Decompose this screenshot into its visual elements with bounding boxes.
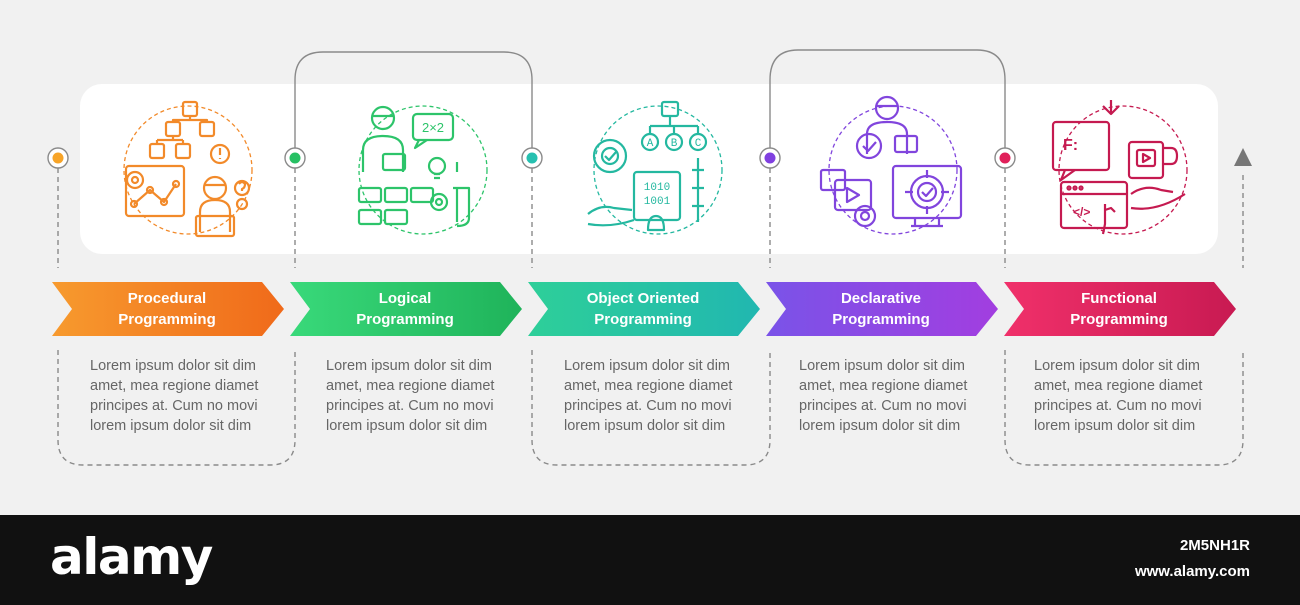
declarative-programming-icon — [819, 95, 963, 235]
timeline-dot-fill — [526, 152, 538, 164]
timeline-dot-fill — [764, 152, 776, 164]
functional-programming-icon: F: </> — [1051, 100, 1188, 235]
procedural-programming-icon — [123, 100, 253, 238]
svg-text:B: B — [671, 138, 678, 150]
svg-text:</>: </> — [1073, 205, 1090, 219]
description-line: Lorem ipsum dolor sit dim — [564, 358, 730, 374]
dashed-connector — [1004, 350, 1244, 466]
description-line: Lorem ipsum dolor sit dim — [326, 358, 492, 374]
loop-connector — [769, 49, 1006, 148]
svg-text:A: A — [647, 138, 654, 150]
description-line: lorem ipsum dolor sit dim — [90, 418, 252, 434]
step-description-functional: Lorem ipsum dolor sit dim amet, mea regi… — [1034, 356, 1219, 436]
brand-logo: alamy — [50, 528, 213, 586]
dashed-connector — [57, 350, 296, 466]
svg-text:2×2: 2×2 — [422, 120, 444, 135]
description-line: amet, mea regione diamet — [799, 378, 968, 394]
description-line: amet, mea regione diamet — [90, 378, 259, 394]
chevron-arrow-functional — [1004, 282, 1236, 336]
dashed-connector — [531, 350, 771, 466]
site-url: www.alamy.com — [1134, 563, 1250, 580]
arrow-up-icon — [1234, 148, 1252, 166]
description-line: Lorem ipsum dolor sit dim — [799, 358, 965, 374]
description-line: lorem ipsum dolor sit dim — [799, 418, 961, 434]
description-line: Lorem ipsum dolor sit dim — [90, 358, 256, 374]
description-line: principes at. Cum no movi — [564, 398, 732, 414]
step-title-procedural: Procedural Programming — [118, 290, 216, 328]
description-line: principes at. Cum no movi — [90, 398, 258, 414]
svg-text:F:: F: — [1063, 137, 1078, 154]
step-title-object-oriented: Object Oriented Programming — [586, 290, 700, 328]
description-line: amet, mea regione diamet — [326, 378, 495, 394]
step-description-procedural: Lorem ipsum dolor sit dim amet, mea regi… — [90, 356, 275, 436]
svg-text:1001: 1001 — [644, 196, 671, 208]
watermark-footer — [0, 515, 1300, 605]
image-id: 2M5NH1R — [1179, 537, 1250, 554]
timeline-dot-fill — [289, 152, 301, 164]
step-description-logical: Lorem ipsum dolor sit dim amet, mea regi… — [326, 356, 511, 436]
connector-lines — [47, 49, 1252, 466]
description-line: lorem ipsum dolor sit dim — [564, 418, 726, 434]
step-description-object-oriented: Lorem ipsum dolor sit dim amet, mea regi… — [564, 356, 749, 436]
loop-connector — [294, 51, 533, 148]
chevron-shape — [290, 282, 522, 336]
svg-text:C: C — [695, 138, 702, 150]
chevron-shape — [766, 282, 998, 336]
chevron-shape — [528, 282, 760, 336]
description-line: lorem ipsum dolor sit dim — [1034, 418, 1196, 434]
infographic: 2×2 A B C 1010 1001 — [47, 49, 1252, 466]
chevron-arrow-logical — [290, 282, 522, 336]
description-line: lorem ipsum dolor sit dim — [326, 418, 488, 434]
logical-programming-icon: 2×2 — [357, 105, 488, 235]
timeline-dot-fill — [52, 152, 64, 164]
svg-text:1010: 1010 — [644, 182, 670, 194]
description-line: amet, mea regione diamet — [564, 378, 733, 394]
chevron-arrow-declarative — [766, 282, 998, 336]
step-title-functional: Functional Programming — [1070, 290, 1168, 328]
step-description-declarative: Lorem ipsum dolor sit dim amet, mea regi… — [799, 356, 984, 436]
description-line: amet, mea regione diamet — [1034, 378, 1203, 394]
description-line: Lorem ipsum dolor sit dim — [1034, 358, 1200, 374]
chevron-shape — [52, 282, 284, 336]
description-line: principes at. Cum no movi — [799, 398, 967, 414]
chevron-arrow-procedural — [52, 282, 284, 336]
chevron-shape — [1004, 282, 1236, 336]
description-line: principes at. Cum no movi — [1034, 398, 1202, 414]
description-line: principes at. Cum no movi — [326, 398, 494, 414]
chevron-arrow-object-oriented — [528, 282, 760, 336]
step-title-declarative: Declarative Programming — [832, 290, 930, 328]
step-title-logical: Logical Programming — [356, 290, 454, 328]
object-oriented-programming-icon: A B C 1010 1001 — [587, 100, 723, 235]
timeline-dot-fill — [999, 152, 1011, 164]
